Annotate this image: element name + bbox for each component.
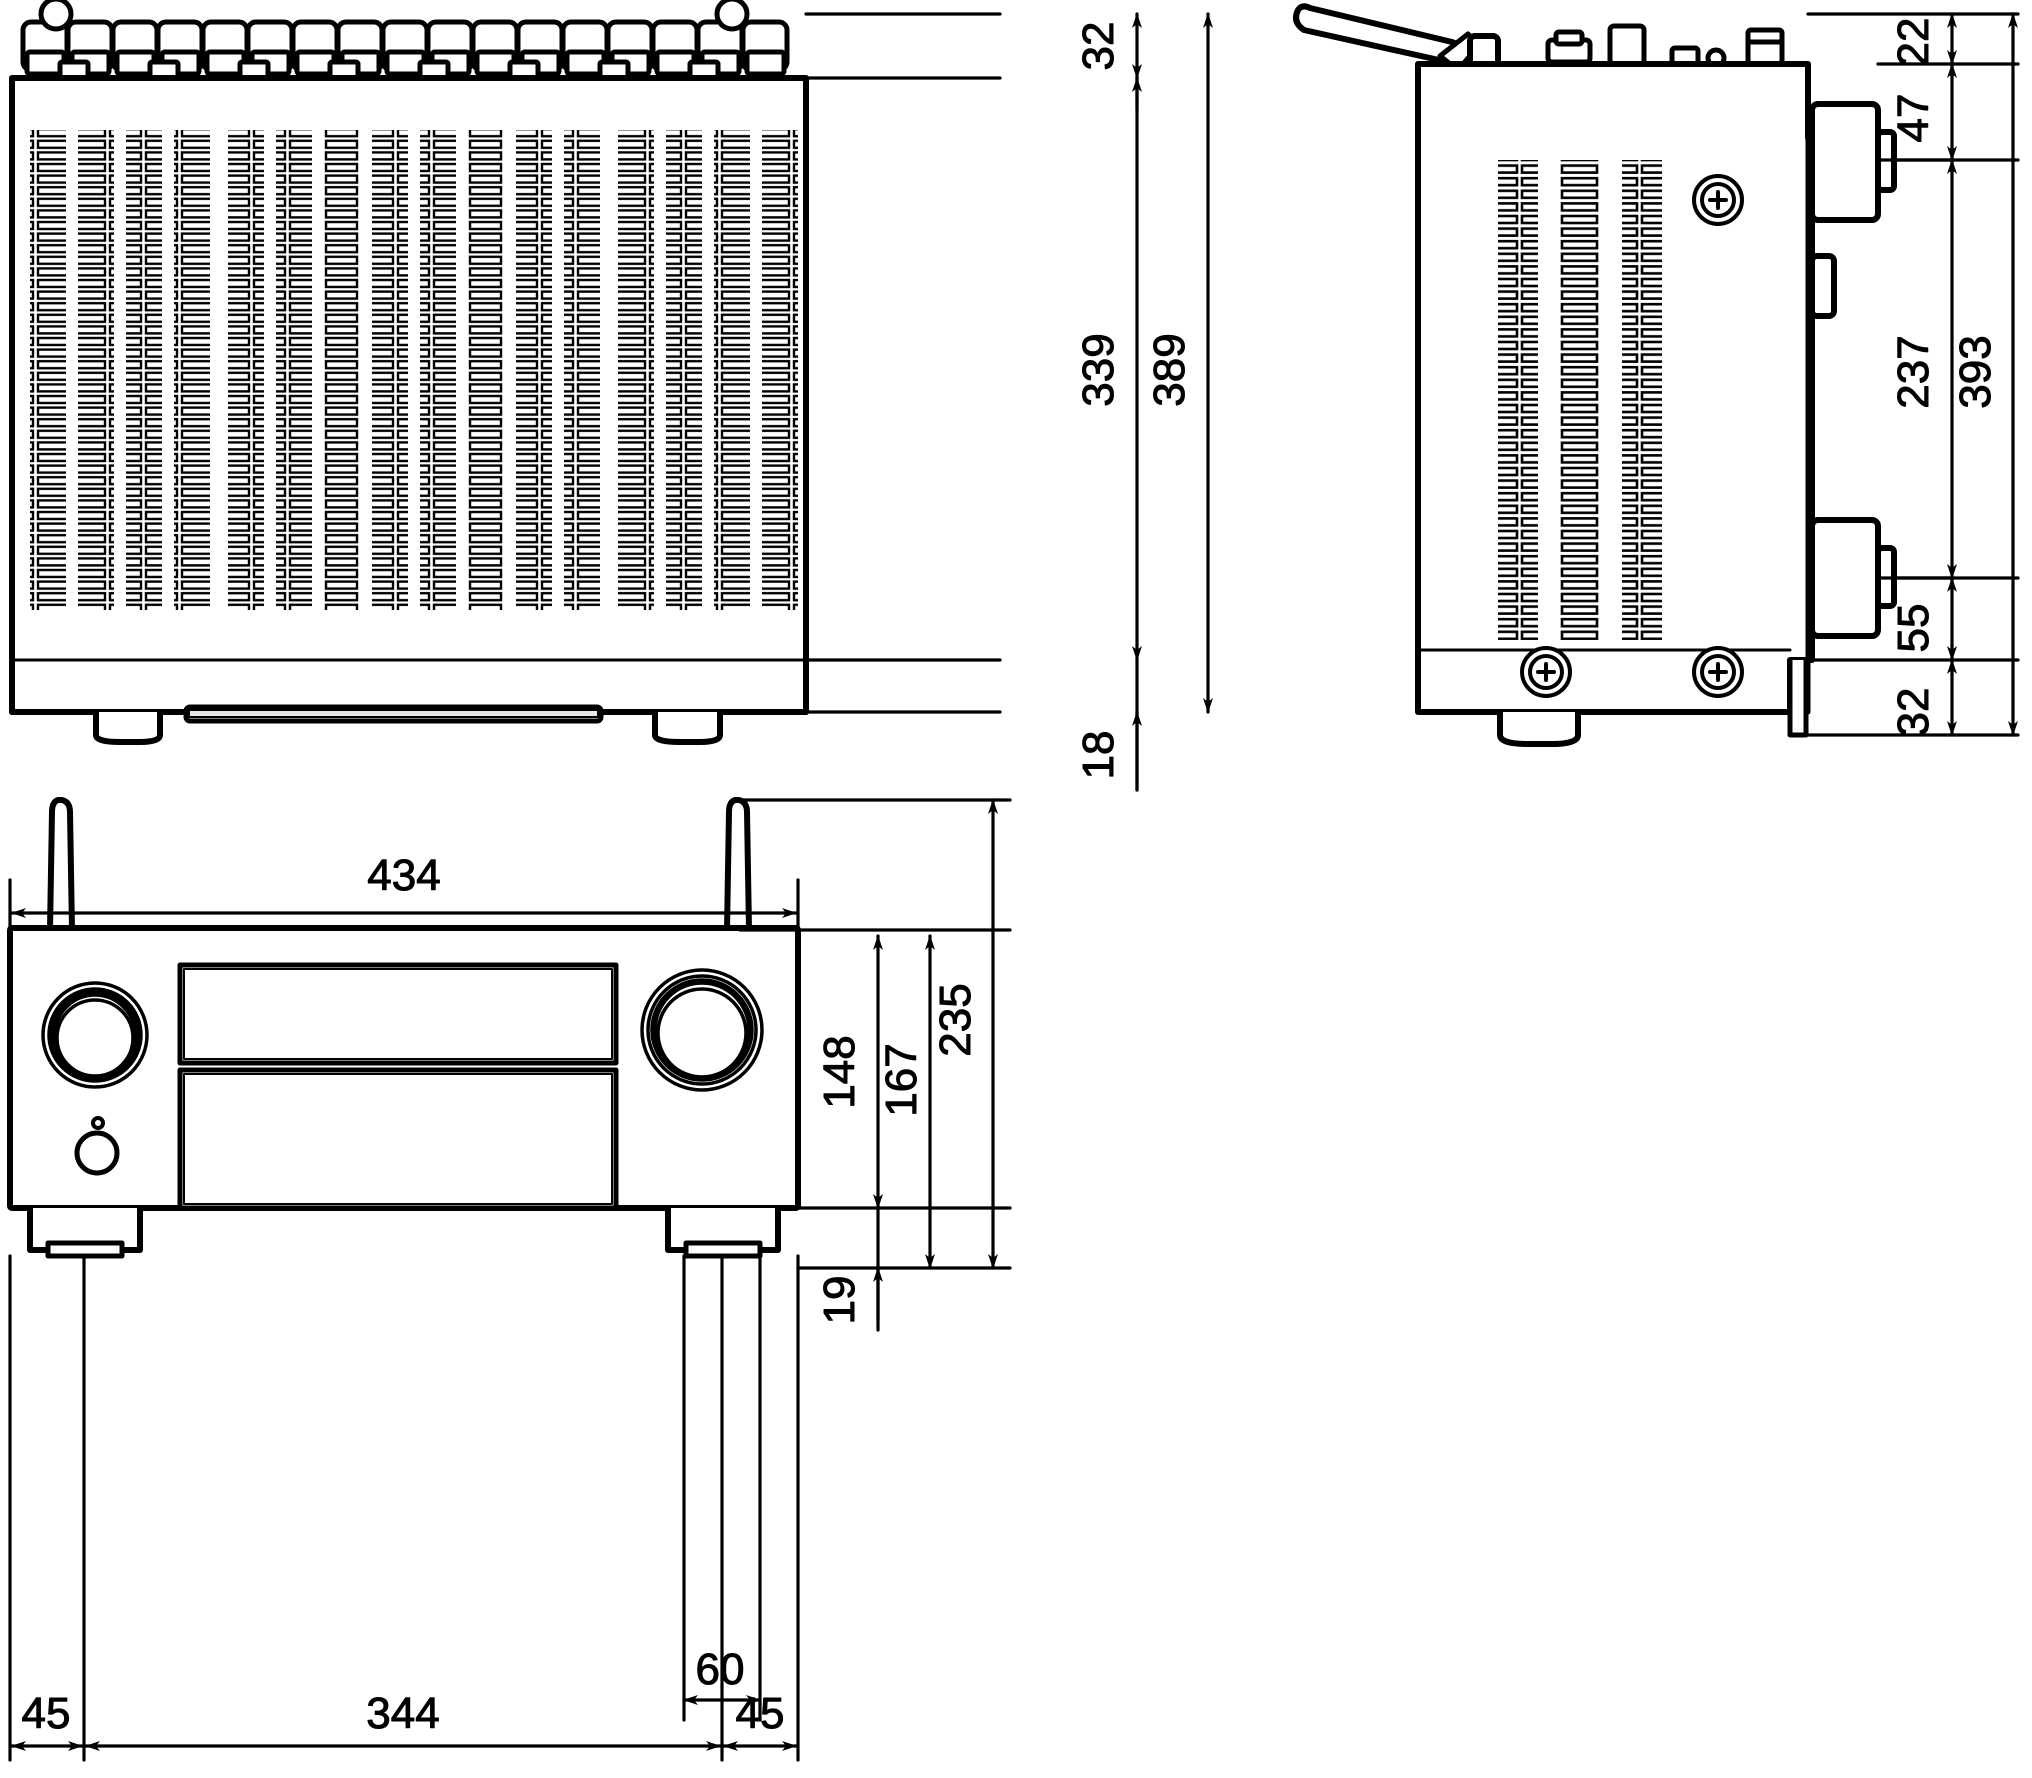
side-view-chassis-outline bbox=[1415, 61, 1815, 715]
top-view-chassis-outline bbox=[9, 75, 809, 715]
dim-top-32: 32 bbox=[1074, 22, 1123, 71]
side-view-antenna bbox=[1293, 3, 1466, 67]
front-view-dimensions bbox=[8, 798, 1012, 1762]
side-view-rear-terminals bbox=[1809, 101, 1897, 639]
side-vent-slots bbox=[1498, 160, 1662, 640]
front-view-knob-right[interactable] bbox=[640, 968, 764, 1092]
top-view-dimensions bbox=[804, 12, 1213, 792]
dim-side-237: 237 bbox=[1889, 335, 1938, 408]
rear-connector-blocks bbox=[20, 0, 790, 82]
dim-side-393: 393 bbox=[1951, 335, 2000, 408]
dim-front-60: 60 bbox=[696, 1645, 745, 1694]
front-view-antenna-left bbox=[47, 797, 75, 933]
side-view-foot bbox=[1497, 709, 1581, 747]
dim-front-344: 344 bbox=[366, 1689, 439, 1738]
dim-top-339: 339 bbox=[1074, 333, 1123, 406]
dim-front-167: 167 bbox=[877, 1043, 926, 1116]
dim-side-32: 32 bbox=[1889, 688, 1938, 737]
dim-side-55: 55 bbox=[1889, 604, 1938, 653]
front-view bbox=[7, 797, 801, 1259]
dim-front-19: 19 bbox=[815, 1276, 864, 1325]
dim-front-235: 235 bbox=[931, 983, 980, 1056]
front-view-power-button[interactable] bbox=[74, 1130, 120, 1176]
front-view-power-led bbox=[91, 1116, 105, 1130]
dim-top-389: 389 bbox=[1145, 333, 1194, 406]
front-view-antenna-right bbox=[724, 797, 752, 933]
top-vent-slots bbox=[30, 130, 798, 610]
dim-front-45-right: 45 bbox=[736, 1689, 785, 1738]
side-view-rear-leg bbox=[1787, 657, 1809, 738]
front-view-knob-left[interactable] bbox=[41, 981, 149, 1089]
dim-side-47: 47 bbox=[1889, 94, 1938, 143]
side-view-screws bbox=[1520, 174, 1744, 698]
side-view-dimensions bbox=[1804, 12, 2020, 737]
side-view-top-terminals bbox=[1545, 23, 1785, 69]
top-view-foot-right bbox=[652, 709, 723, 745]
top-view-foot-left bbox=[93, 709, 163, 745]
top-view bbox=[9, 0, 809, 745]
dim-side-22: 22 bbox=[1889, 18, 1938, 67]
dim-front-45-left: 45 bbox=[22, 1689, 71, 1738]
side-view bbox=[1293, 3, 1897, 747]
dim-front-434: 434 bbox=[367, 851, 440, 900]
dim-front-148: 148 bbox=[815, 1035, 864, 1108]
dim-top-18: 18 bbox=[1074, 731, 1123, 780]
